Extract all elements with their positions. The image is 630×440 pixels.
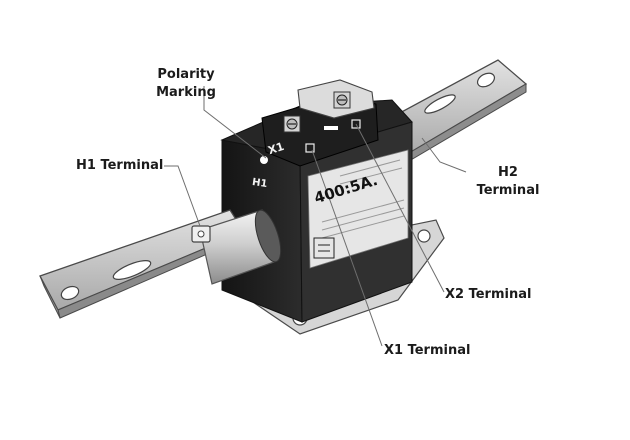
h1-marking: H1 <box>251 176 269 191</box>
label-h2-line2: Terminal <box>476 183 540 198</box>
leader-h2 <box>421 137 467 173</box>
label-polarity-line1: Polarity <box>157 67 215 82</box>
terminal-screw-x2 <box>333 91 351 109</box>
leader-x2 <box>355 123 445 293</box>
label-polarity-marking: Polarity Marking <box>136 66 236 102</box>
label-h2-line1: H2 <box>498 165 518 180</box>
secondary-terminal-block <box>260 79 379 167</box>
label-x2-terminal: X2 Terminal <box>445 287 532 302</box>
polarity-dot <box>260 156 268 164</box>
leader-polarity <box>203 86 267 159</box>
leader-x1 <box>311 149 383 347</box>
label-h1-terminal: H1 Terminal <box>76 158 164 173</box>
leader-lines <box>164 86 467 347</box>
label-x1-terminal: X1 Terminal <box>384 343 471 358</box>
label-polarity-line2: Marking <box>156 85 216 100</box>
terminal-screw-x1 <box>283 115 301 133</box>
leader-h1 <box>164 165 201 227</box>
busbar-left <box>39 209 282 319</box>
label-h2-terminal: H2 Terminal <box>468 164 548 200</box>
h1-terminal-stud <box>191 225 211 243</box>
